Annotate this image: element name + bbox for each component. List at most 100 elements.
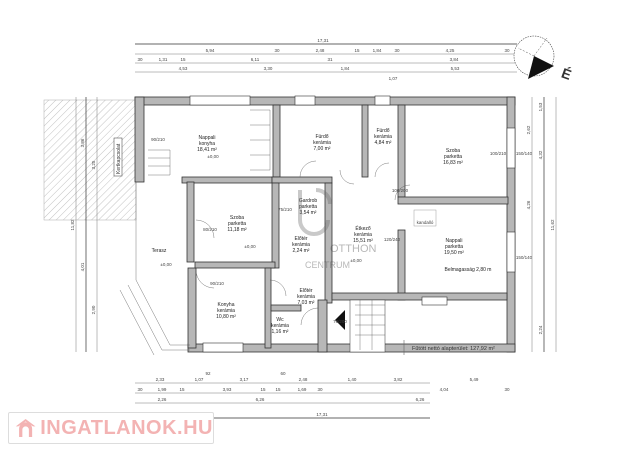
svg-text:parketta: parketta [228,221,246,227]
north-compass: É [513,35,574,83]
svg-text:Előtér: Előtér [294,236,307,242]
svg-text:Wc: Wc [276,317,284,323]
svg-text:7,03 m²: 7,03 m² [298,300,315,306]
svg-text:4,26: 4,26 [526,200,531,209]
svg-text:parketta: parketta [444,154,462,160]
svg-text:16,83 m²: 16,83 m² [443,160,463,166]
svg-text:92: 92 [205,371,211,376]
svg-text:Nappali: Nappali [199,135,216,141]
svg-text:90/210: 90/210 [151,137,165,142]
svg-text:Gardrob: Gardrob [299,198,318,204]
svg-text:2,26: 2,26 [158,397,167,402]
svg-text:7,00 m²: 7,00 m² [314,146,331,152]
svg-text:4,84 m²: 4,84 m² [375,140,392,146]
svg-text:kerámia: kerámia [374,134,392,140]
top-dimensions: 17,31 5,94 30 2,48 15 1,84 30 4,25 30 30… [135,38,517,81]
svg-text:2,90: 2,90 [91,305,96,314]
svg-text:150/140: 150/140 [516,151,533,156]
house-icon [15,419,36,437]
svg-text:30: 30 [504,48,510,53]
svg-text:Étkező: Étkező [355,225,371,232]
svg-text:10,80 m²: 10,80 m² [216,314,236,320]
svg-text:60: 60 [280,371,286,376]
svg-text:150/140: 150/140 [516,255,533,260]
svg-text:Előtér: Előtér [299,288,312,294]
svg-text:15: 15 [260,387,266,392]
svg-text:5,49: 5,49 [470,377,479,382]
windows [189,95,516,353]
svg-text:6,11: 6,11 [251,57,260,62]
svg-text:±0,00: ±0,00 [207,154,219,159]
north-label: É [559,65,573,83]
svg-text:19,50 m²: 19,50 m² [444,250,464,256]
svg-text:80/210: 80/210 [203,227,217,232]
svg-text:kerámia: kerámia [354,232,372,238]
svg-text:1,53: 1,53 [538,102,543,111]
staircase [148,109,385,350]
garden-label-box [113,137,123,177]
svg-text:konyha: konyha [199,141,215,147]
svg-text:Belmagasság 2,80 m: Belmagasság 2,80 m [445,267,492,273]
svg-text:kerámia: kerámia [292,242,310,248]
svg-text:CENTRUM: CENTRUM [305,260,350,270]
svg-text:11,62: 11,62 [550,219,555,230]
svg-text:kandalló: kandalló [417,220,434,225]
svg-text:kerámia: kerámia [217,308,235,314]
svg-text:5,94: 5,94 [206,48,215,53]
svg-text:31: 31 [327,57,333,62]
svg-text:120/240: 120/240 [384,237,401,242]
svg-text:1,84: 1,84 [373,48,382,53]
svg-text:OTTHON: OTTHON [330,243,376,255]
svg-text:3,86: 3,86 [80,138,85,147]
svg-text:3,82: 3,82 [394,377,403,382]
svg-text:17,31: 17,31 [317,38,329,43]
svg-text:100/200: 100/200 [392,188,409,193]
svg-text:3,30: 3,30 [264,66,273,71]
svg-text:Fürdő: Fürdő [376,128,389,134]
svg-text:15: 15 [354,48,360,53]
svg-text:3,93: 3,93 [223,387,232,392]
svg-text:Szoba: Szoba [446,148,460,154]
svg-text:kerámia: kerámia [313,140,331,146]
svg-text:4,25: 4,25 [446,48,455,53]
svg-text:Konyha: Konyha [218,302,235,308]
svg-text:parketta: parketta [445,244,463,250]
svg-text:2,24: 2,24 [538,325,543,334]
svg-text:1,07: 1,07 [195,377,204,382]
svg-text:1,07: 1,07 [389,76,398,81]
svg-text:30: 30 [137,387,143,392]
svg-text:4,04: 4,04 [440,387,449,392]
svg-text:3,84: 3,84 [450,57,459,62]
svg-text:11,18 m²: 11,18 m² [227,227,247,233]
svg-text:1,31: 1,31 [159,57,168,62]
svg-text:30: 30 [394,48,400,53]
svg-text:kerámia: kerámia [297,294,315,300]
svg-text:Nappali: Nappali [446,238,463,244]
svg-text:90/210: 90/210 [210,281,224,286]
svg-text:2,48: 2,48 [316,48,325,53]
svg-text:±0,00: ±0,00 [244,244,256,249]
svg-text:1,69: 1,69 [298,387,307,392]
svg-text:11,82: 11,82 [70,219,75,230]
svg-text:parketta: parketta [299,204,317,210]
svg-text:kerámia: kerámia [271,323,289,329]
room-labels: Nappali konyha 18,41 m² Fürdő kerámia 7,… [152,128,465,335]
svg-text:1,99: 1,99 [158,387,167,392]
terrace-steps [119,182,190,356]
svg-text:15: 15 [179,387,185,392]
svg-text:30: 30 [317,387,323,392]
svg-text:6,26: 6,26 [416,397,425,402]
svg-text:15,51 m²: 15,51 m² [353,238,373,244]
total-area: Fűtött nettó alapterület: 127,92 m² [412,346,495,352]
garden-label: Kertkapcsolat [116,143,122,174]
svg-text:17,31: 17,31 [316,412,328,417]
right-dimensions: 2,62 4,26 4,32 2,24 1,53 11,62 [526,97,557,352]
left-dimensions: 11,82 3,86 4,01 3,25 2,90 [70,97,98,352]
svg-text:2,48: 2,48 [299,377,308,382]
svg-text:2,24 m²: 2,24 m² [293,248,310,254]
svg-text:Szoba: Szoba [230,215,244,221]
watermark-overlay: OTTHON CENTRUM [298,188,376,270]
svg-text:70/200: 70/200 [333,319,347,324]
brand-logo[interactable]: INGATLANOK.HU [8,412,214,444]
svg-text:30: 30 [274,48,280,53]
